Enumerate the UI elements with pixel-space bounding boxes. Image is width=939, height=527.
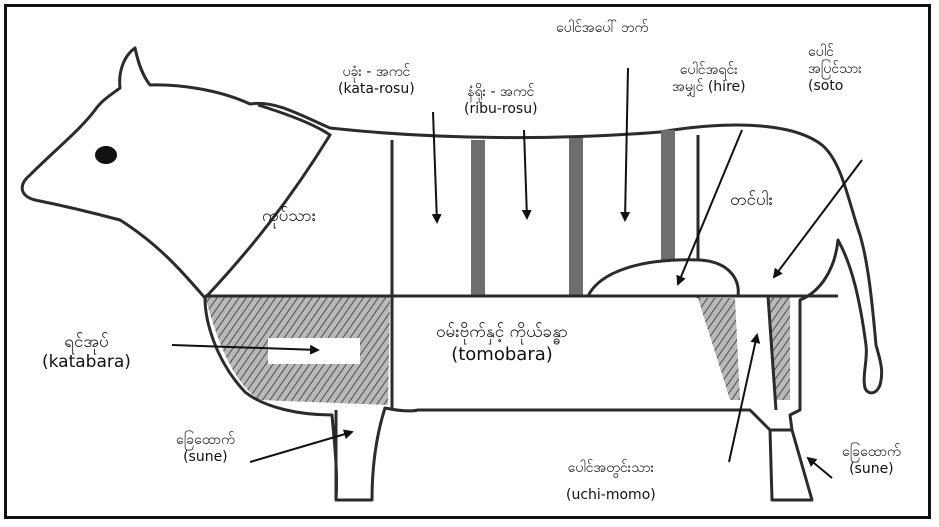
- label-rump-mm: တင်ပါး: [730, 190, 773, 210]
- cow-eye: [95, 146, 117, 164]
- label-soto-mm2: အပြင်သား: [808, 61, 862, 78]
- label-katabara-mm: ရင်အုပ်: [42, 332, 131, 352]
- label-uchi-momo-en: (uchi-momo): [566, 487, 656, 504]
- label-upper-back: ပေါင်အပေါ် ဘက်: [556, 20, 648, 37]
- label-soto-en: (soto: [808, 78, 862, 95]
- flank-hatch: [698, 298, 740, 400]
- arrow-soto: [774, 160, 862, 277]
- label-rump: တင်ပါး: [730, 190, 773, 210]
- label-hire-mm: ပေါင်အရင်း: [672, 62, 746, 79]
- label-soto: ပေါင် အပြင်သား (soto: [808, 44, 862, 95]
- label-hire-en: (hire): [708, 79, 746, 95]
- arrow-upper-back: [625, 68, 628, 220]
- arrow-ribu-rosu: [524, 130, 527, 218]
- label-sune-rear-mm: ခြေထောက်: [842, 444, 901, 461]
- label-katabara-en: (katabara): [42, 352, 131, 372]
- arrow-sune-rear: [808, 458, 832, 478]
- label-kata-rosu-en: (kata-rosu): [338, 81, 415, 98]
- label-kata-rosu-mm: ပခုံး - အကင်: [338, 64, 415, 81]
- label-ribu-rosu-en: (ribu-rosu): [464, 101, 538, 118]
- label-tomobara-en: (tomobara): [436, 342, 568, 368]
- label-sune-front-mm: ခြေထောက်: [176, 432, 235, 449]
- label-hire: ပေါင်အရင်း အမျှင် (hire): [672, 62, 746, 96]
- label-kata-rosu: ပခုံး - အကင် (kata-rosu): [338, 64, 415, 98]
- label-uchi-momo-mm: ပေါင်အတွင်းသား: [566, 460, 656, 477]
- label-ribu-rosu: နံရိုး - အကင် (ribu-rosu): [464, 84, 538, 118]
- label-sune-rear-en: (sune): [842, 461, 901, 478]
- label-soto-mm: ပေါင်: [808, 44, 862, 61]
- label-hire-mm2: အမျှင်: [672, 79, 703, 95]
- label-sune-front-en: (sune): [176, 449, 235, 466]
- brisket-window: [268, 338, 360, 364]
- label-hire-line2: အမျှင် (hire): [672, 79, 746, 96]
- cow-body-outline: [22, 48, 881, 500]
- label-tomobara-mm: ဝမ်းဗိုက်နှင့် ကိုယ်ခန္ဓာ: [436, 322, 568, 342]
- label-sune-front: ခြေထောက် (sune): [176, 432, 235, 466]
- hire-oval: [588, 260, 738, 296]
- label-ribu-rosu-mm: နံရိုး - အကင်: [464, 84, 538, 101]
- label-neck: ကုပ်သား: [262, 206, 316, 226]
- neck-line: [205, 105, 330, 298]
- label-upper-back-mm: ပေါင်အပေါ် ဘက်: [556, 20, 648, 37]
- label-tomobara: ဝမ်းဗိုက်နှင့် ကိုယ်ခန္ဓာ (tomobara): [436, 322, 568, 368]
- label-neck-mm: ကုပ်သား: [262, 206, 316, 226]
- label-katabara: ရင်အုပ် (katabara): [42, 332, 131, 372]
- label-sune-rear: ခြေထောက် (sune): [842, 444, 901, 478]
- label-uchi-momo: ပေါင်အတွင်းသား (uchi-momo): [566, 460, 656, 504]
- arrow-kata-rosu: [433, 112, 437, 222]
